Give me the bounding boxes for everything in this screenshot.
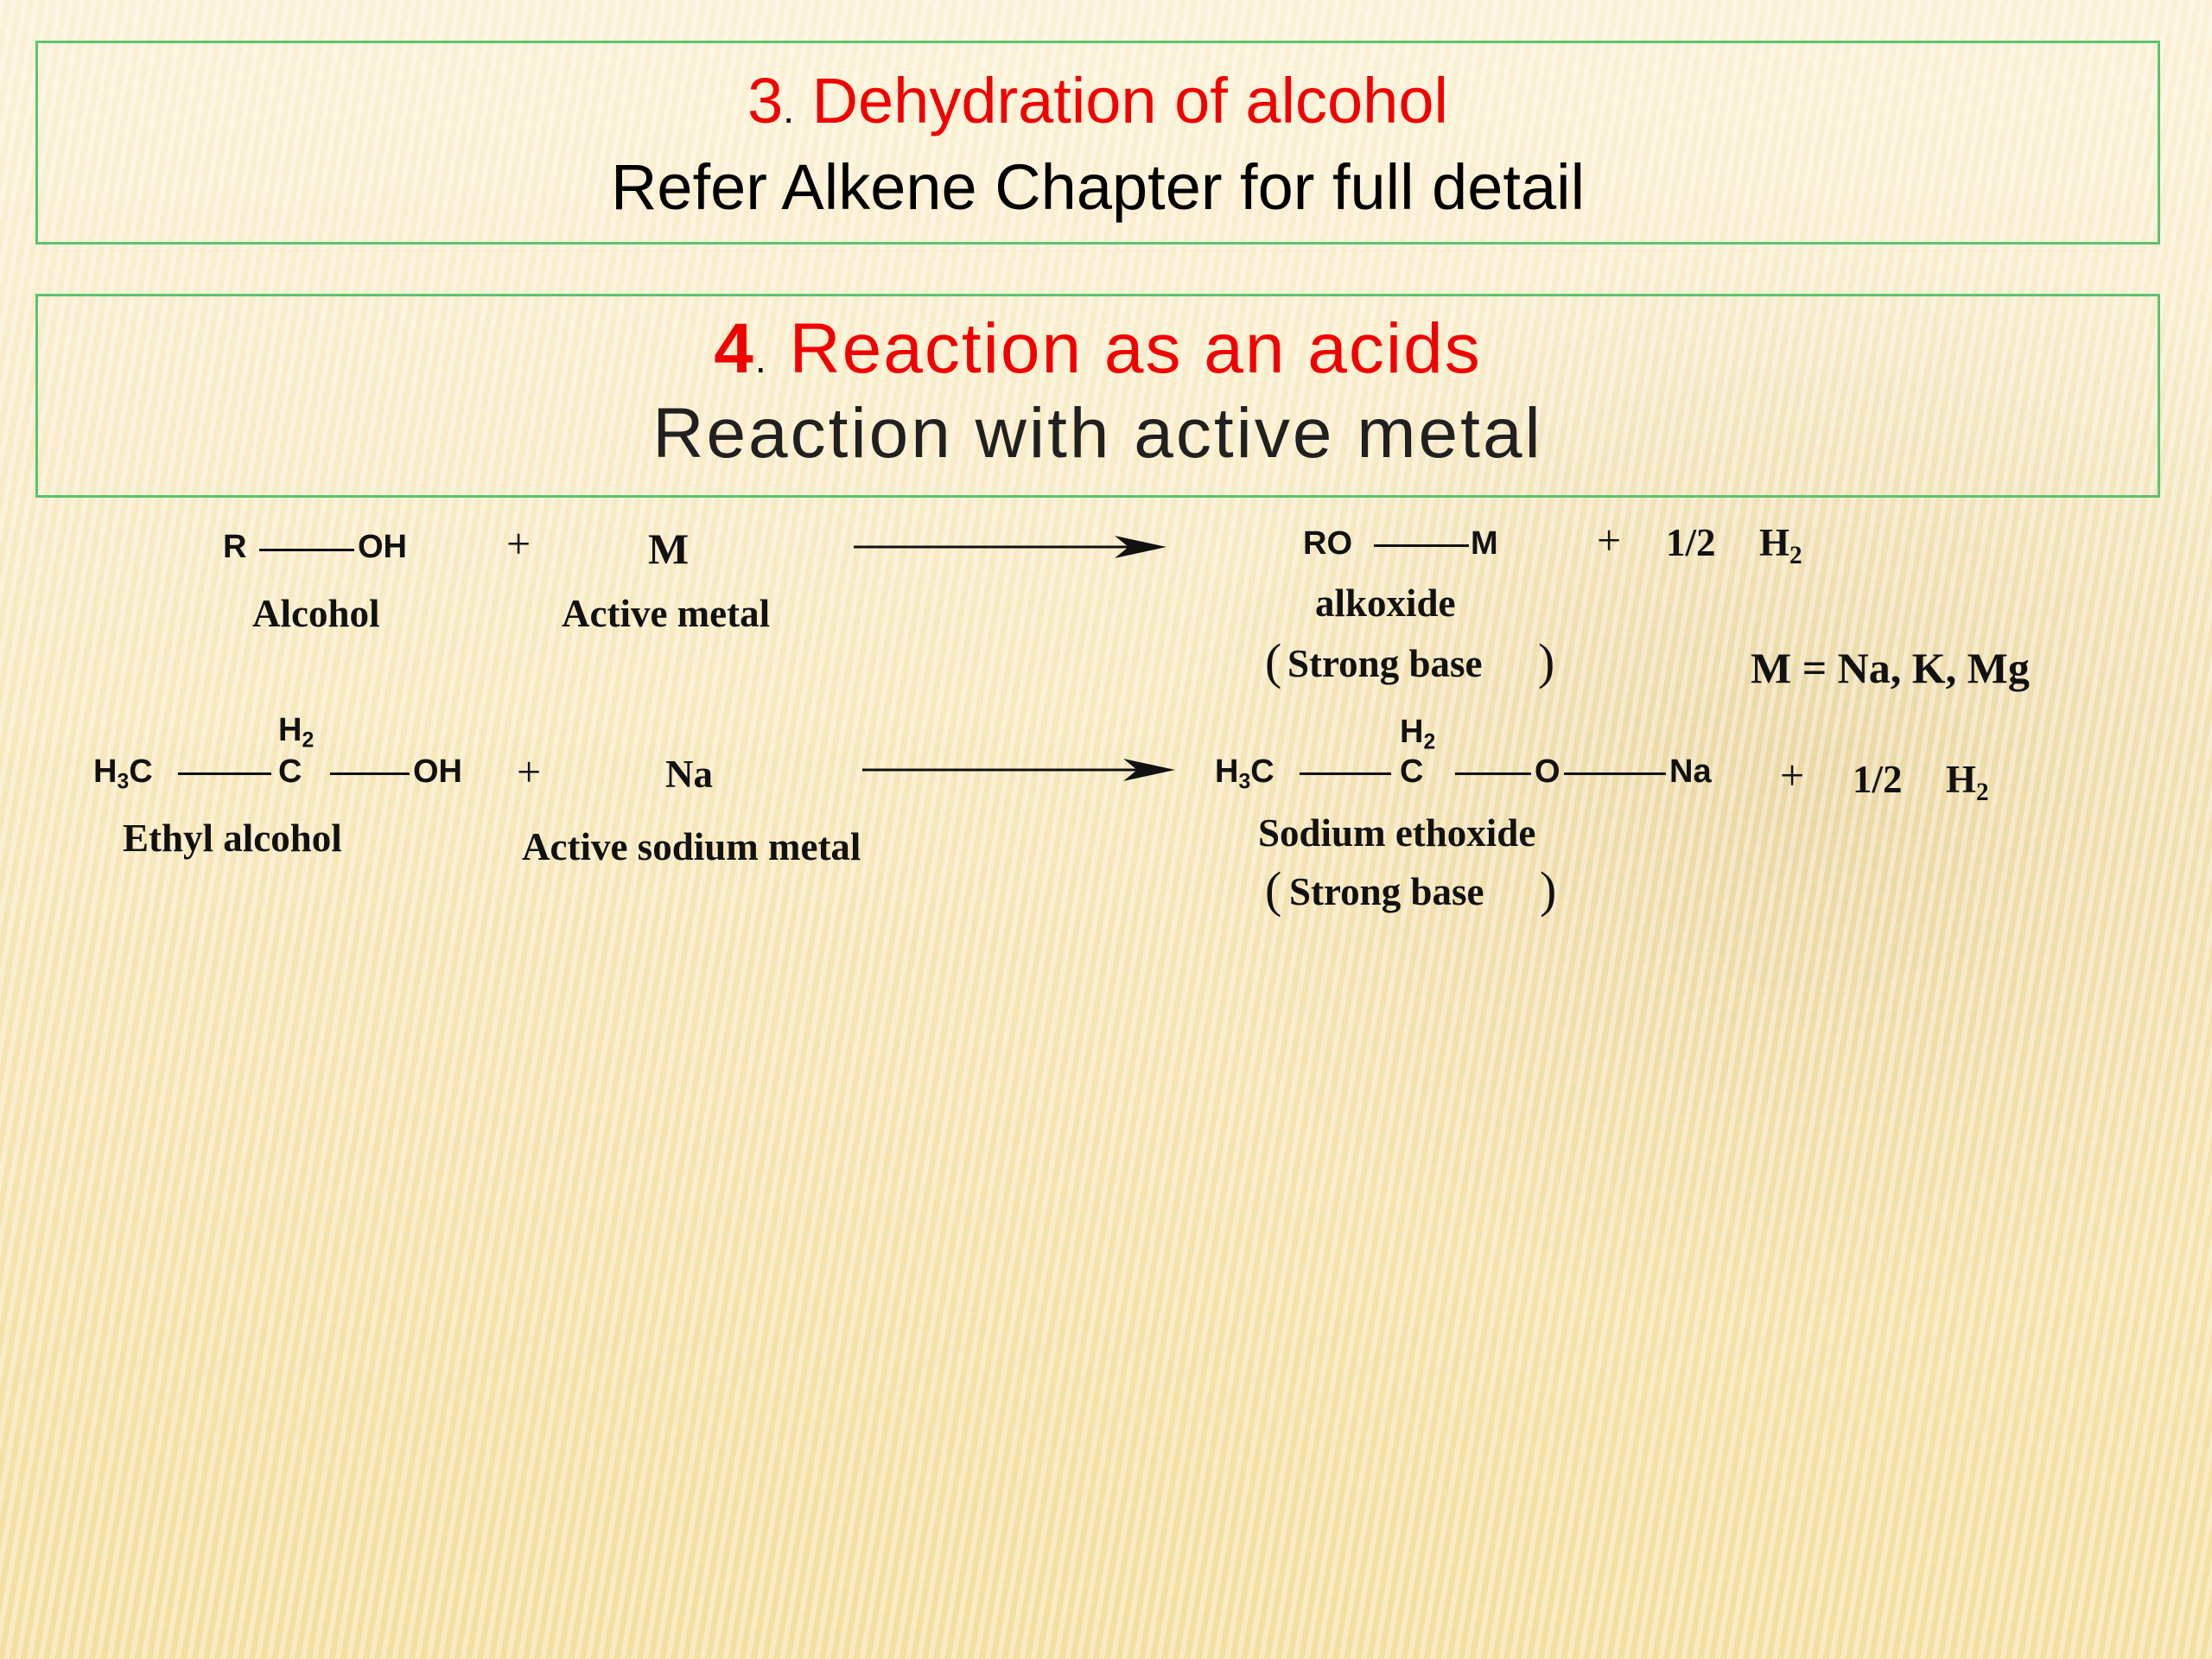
strong-base-note: Strong base — [1287, 642, 1483, 685]
sodium-ethoxide-label: Sodium ethoxide — [1258, 811, 1536, 855]
alkoxide-label: alkoxide — [1315, 582, 1456, 625]
hydroxyl-group: OH — [413, 753, 462, 790]
oxygen-atom: O — [1535, 753, 1560, 790]
ro-m-bond — [1374, 544, 1469, 547]
open-paren: ( — [1265, 861, 1282, 918]
metal-symbol: M — [648, 524, 690, 573]
section-4-title: Reaction as an acids — [789, 309, 1482, 388]
methylene-hydrogens: H2 — [278, 712, 315, 753]
c-c-bond — [1300, 772, 1391, 775]
active-sodium-label: Active sodium metal — [522, 825, 861, 868]
sodium-atom: Na — [1669, 753, 1712, 790]
methyl-group: H3C — [1215, 753, 1274, 794]
c-o-bond — [1455, 772, 1531, 775]
section-3-box: 3. Dehydration of alcohol Refer Alkene C… — [35, 41, 2160, 245]
section-4-box: 4. Reaction as an acids Reaction with ac… — [35, 294, 2160, 498]
metals-note: M = Na, K, Mg — [1751, 644, 2030, 692]
sodium-symbol: Na — [665, 753, 713, 796]
reaction-arrow — [862, 759, 1175, 781]
methylene-hydrogens: H2 — [1400, 714, 1436, 754]
section-3-number: 3 — [747, 65, 784, 137]
reaction-arrow — [854, 536, 1166, 558]
section-4-subtitle: Reaction with active metal — [652, 394, 1543, 473]
c-o-bond — [330, 772, 410, 775]
alkoxy-group: RO — [1303, 525, 1352, 562]
coefficient: 1/2 — [1853, 758, 1903, 801]
section-3-heading: 3. Dehydration of alcohol — [747, 65, 1448, 137]
open-paren: ( — [1265, 633, 1282, 690]
r-group: R — [223, 529, 247, 565]
r-oh-bond — [259, 549, 354, 551]
coefficient: 1/2 — [1666, 521, 1716, 564]
active-metal-label: Active metal — [562, 592, 771, 635]
methyl-group: H3C — [93, 753, 153, 794]
plus-sign: + — [506, 519, 531, 568]
hydrogen-molecule: H2 — [1759, 521, 1802, 569]
plus-sign: + — [1597, 516, 1622, 564]
hydrogen-molecule: H2 — [1946, 758, 1989, 806]
close-paren: ) — [1538, 633, 1555, 690]
methylene-carbon: C — [1400, 753, 1424, 790]
section-3-subtitle: Refer Alkene Chapter for full detail — [610, 151, 1586, 223]
section-4-number: 4 — [714, 309, 755, 388]
o-na-bond — [1564, 772, 1666, 775]
section-3-title: Dehydration of alcohol — [811, 65, 1448, 137]
methylene-carbon: C — [278, 753, 302, 790]
section-4-heading: 4. Reaction as an acids — [714, 309, 1482, 388]
ethyl-alcohol-label: Ethyl alcohol — [123, 817, 342, 860]
c-c-bond — [178, 772, 271, 775]
hydroxyl-group: OH — [358, 529, 407, 565]
plus-sign: + — [1780, 751, 1805, 799]
alcohol-label: Alcohol — [252, 592, 380, 635]
close-paren: ) — [1540, 861, 1557, 918]
product-metal: M — [1471, 525, 1498, 562]
plus-sign: + — [517, 747, 542, 796]
strong-base-note: Strong base — [1289, 870, 1484, 913]
